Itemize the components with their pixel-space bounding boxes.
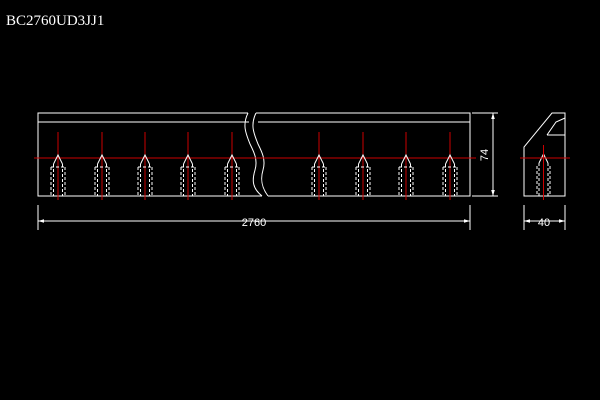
- side-view-bevel-detail: [546, 117, 566, 136]
- front-view: [37, 112, 471, 197]
- bolt-hole: [50, 132, 66, 200]
- front-view-left-outline: [37, 112, 262, 197]
- bolt-hole: [137, 132, 153, 200]
- front-view-right-outline: [256, 112, 471, 197]
- bolt-hole: [355, 132, 371, 200]
- bolt-hole: [442, 132, 458, 200]
- height-dimension-label: 74: [479, 149, 491, 161]
- break-line-right: [252, 112, 269, 197]
- side-view: [523, 112, 566, 197]
- bolt-holes: [50, 132, 458, 200]
- bolt-hole: [180, 132, 196, 200]
- bolt-hole: [224, 132, 240, 200]
- bolt-hole: [311, 132, 327, 200]
- width-dimension-label: 40: [538, 217, 550, 229]
- width-dimension: [523, 205, 566, 230]
- length-dimension-label: 2760: [242, 217, 266, 229]
- height-dimension: [472, 112, 498, 197]
- part-number-title: BC2760UD3JJ1: [6, 13, 105, 29]
- break-line-left: [244, 112, 263, 197]
- length-dimension: [37, 205, 471, 230]
- side-view-outline: [523, 112, 566, 197]
- bolt-hole: [398, 132, 414, 200]
- bolt-hole: [94, 132, 110, 200]
